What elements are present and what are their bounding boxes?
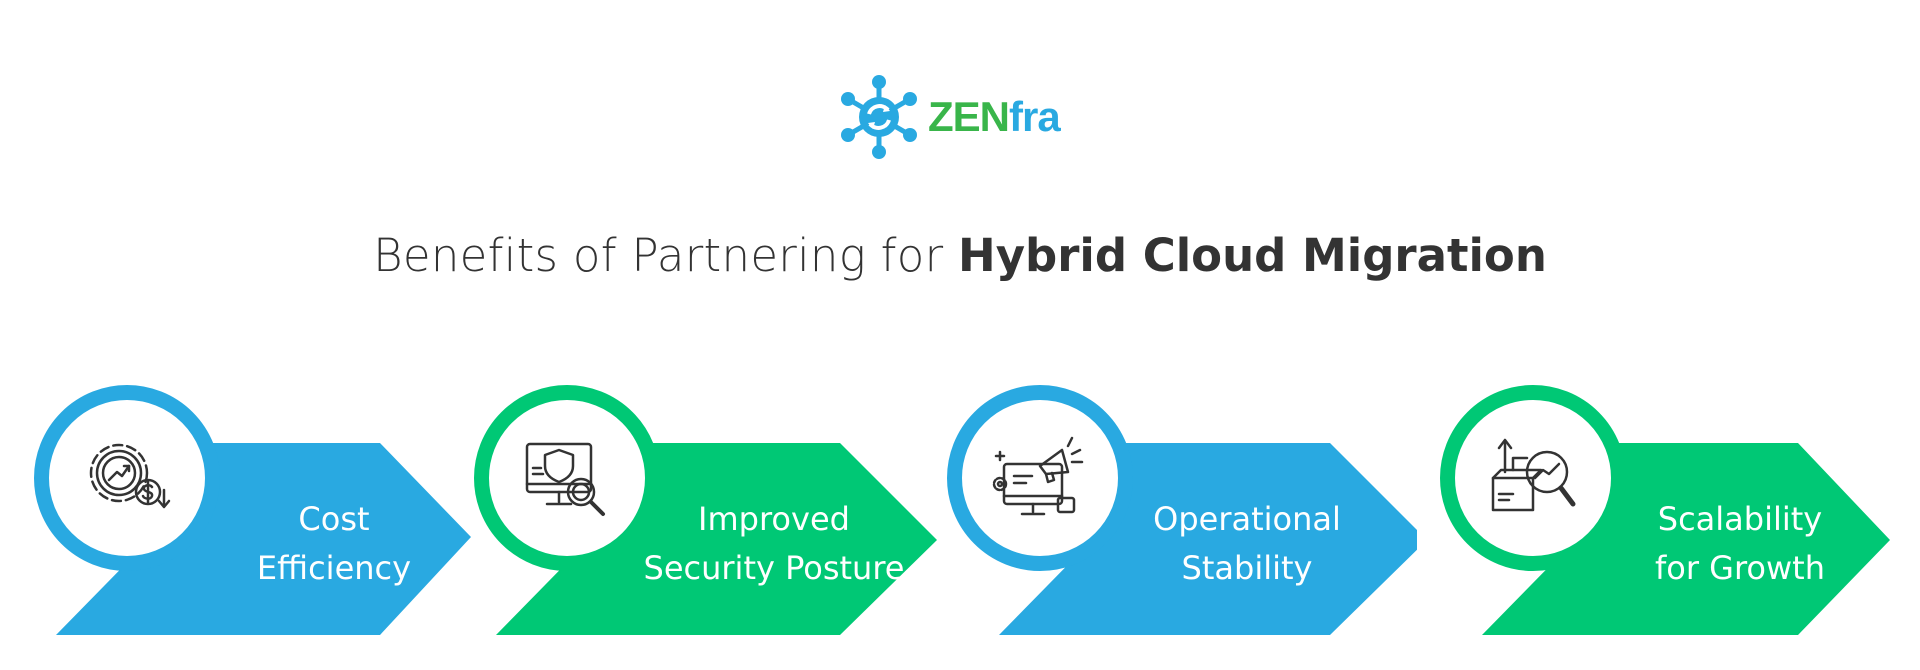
logo-text-fra: fra <box>1009 93 1061 140</box>
step-label-line1: Improved <box>698 500 850 538</box>
logo-wordmark: ZENfra <box>928 93 1061 140</box>
benefit-step-operational-stability: Operational Stability <box>947 385 1417 645</box>
step-label-line2: Stability <box>1181 549 1313 587</box>
benefit-step-cost-efficiency: Cost Efficiency <box>34 385 504 645</box>
title-bold: Hybrid Cloud Migration <box>958 229 1547 282</box>
title-regular: Benefits of Partnering for <box>373 229 959 282</box>
step-label: Improved Security Posture <box>624 495 924 593</box>
network-hub-icon <box>841 75 917 159</box>
shield-monitor-icon <box>525 442 605 516</box>
page-title: Benefits of Partnering for Hybrid Cloud … <box>0 225 1920 287</box>
step-label: Cost Efficiency <box>184 495 484 593</box>
logo-text-zen: ZEN <box>928 93 1010 140</box>
brand-logo: ZENfra <box>838 72 1061 162</box>
step-label-line2: Security Posture <box>643 549 905 587</box>
step-label-line2: for Growth <box>1655 549 1825 587</box>
benefit-step-security-posture: Improved Security Posture <box>474 385 944 645</box>
monitor-megaphone-icon <box>992 436 1084 516</box>
step-label-line1: Scalability <box>1657 500 1823 538</box>
benefit-step-scalability-growth: Scalability for Growth <box>1440 385 1910 645</box>
step-label: Operational Stability <box>1097 495 1397 593</box>
box-analytics-icon <box>1491 438 1576 512</box>
gear-dollar-icon <box>89 443 171 509</box>
step-label-line1: Operational <box>1153 500 1341 538</box>
step-label-line1: Cost <box>298 500 370 538</box>
step-label: Scalability for Growth <box>1590 495 1890 593</box>
step-label-line2: Efficiency <box>256 549 412 587</box>
